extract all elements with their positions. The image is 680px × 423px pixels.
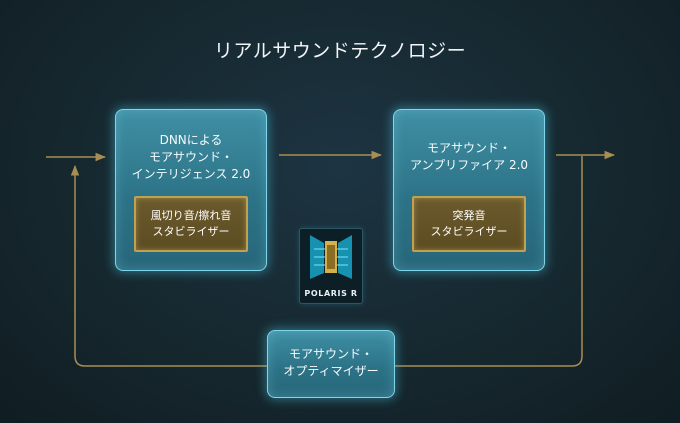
dnn-line-3: インテリジェンス 2.0 (131, 167, 251, 181)
wind-noise-stabilizer-box: 風切り音/擦れ音 スタビライザー (134, 196, 248, 252)
sudden-noise-label-2: スタビライザー (430, 225, 508, 238)
dnn-box-label: DNNによる モアサウンド・ インテリジェンス 2.0 (116, 132, 266, 183)
amp-line-1: モアサウンド・ (426, 141, 511, 155)
wind-noise-label-1: 風切り音/擦れ音 (150, 209, 232, 222)
polaris-badge: POLARIS R (299, 228, 363, 304)
wind-noise-label-2: スタビライザー (152, 225, 230, 238)
feedback-right-wire (395, 156, 583, 367)
optimizer-line-2: オプティマイザー (283, 364, 379, 378)
sudden-noise-label-1: 突発音 (452, 209, 486, 222)
feedback-left-arrow (70, 164, 267, 367)
dnn-line-2: モアサウンド・ (148, 150, 233, 164)
polaris-chip-icon (310, 235, 352, 279)
optimizer-box: モアサウンド・ オプティマイザー (267, 330, 395, 398)
page-title: リアルサウンドテクノロジー (213, 40, 467, 62)
polaris-badge-label: POLARIS R (304, 289, 358, 298)
dnn-line-1: DNNによる (159, 133, 223, 147)
amplifier-box: モアサウンド・ アンプリファイア 2.0 突発音 スタビライザー (393, 109, 545, 271)
optimizer-box-label: モアサウンド・ オプティマイザー (268, 346, 394, 380)
dnn-intelligence-box: DNNによる モアサウンド・ インテリジェンス 2.0 風切り音/擦れ音 スタビ… (115, 109, 267, 271)
amp-line-2: アンプリファイア 2.0 (409, 158, 529, 172)
amp-box-label: モアサウンド・ アンプリファイア 2.0 (394, 140, 544, 174)
sudden-noise-stabilizer-box: 突発音 スタビライザー (412, 196, 526, 252)
optimizer-line-1: モアサウンド・ (288, 347, 373, 361)
